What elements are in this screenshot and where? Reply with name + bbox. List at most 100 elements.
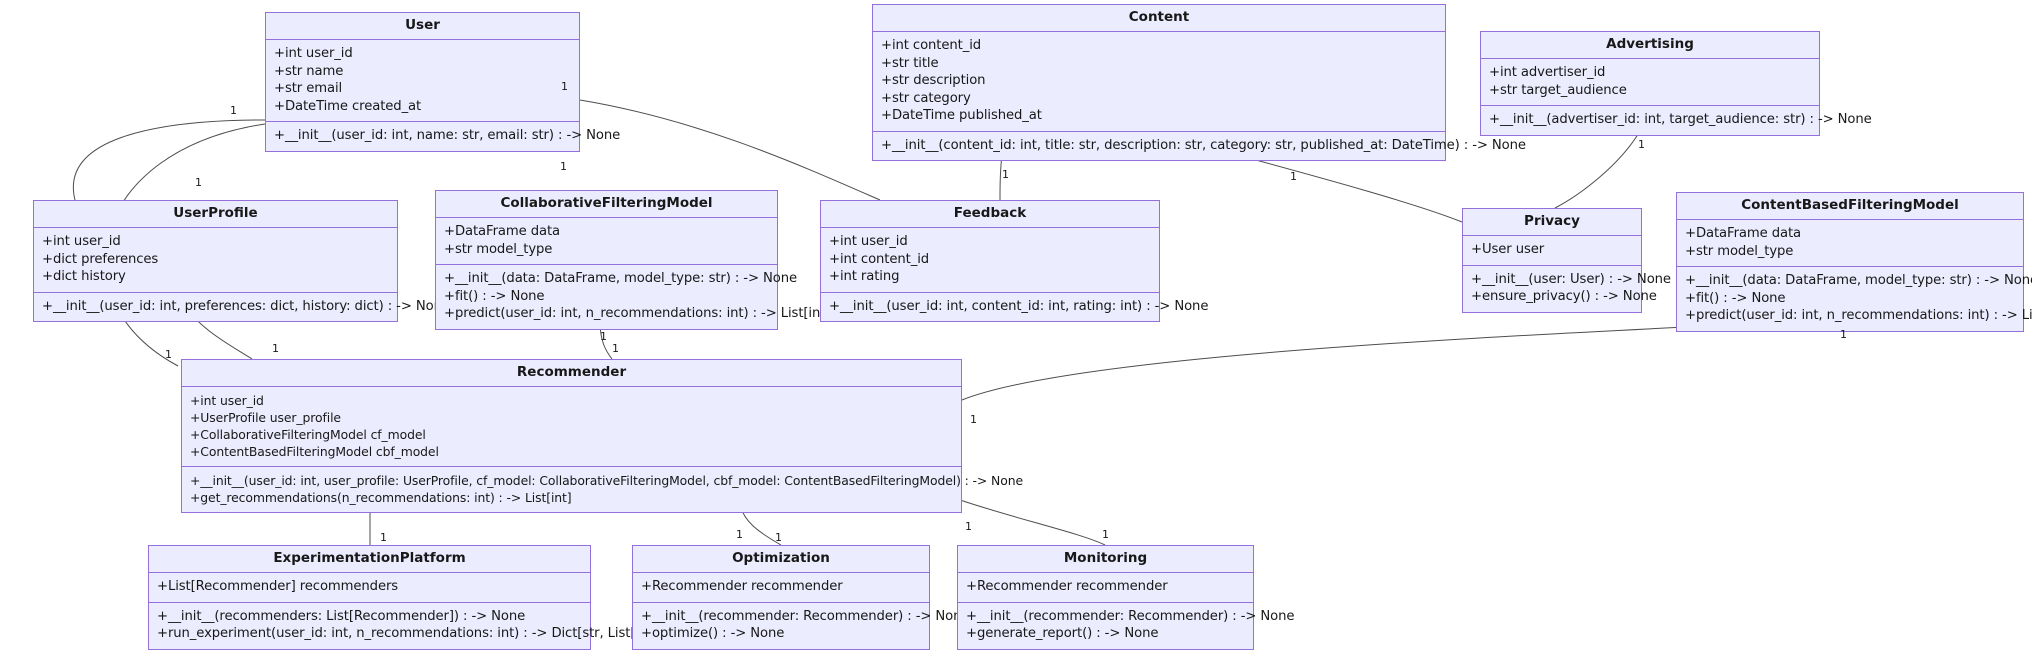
class-title-recommender: Recommender: [182, 360, 961, 387]
multiplicity-label: 1: [272, 342, 279, 355]
class-title-cbfmodel: ContentBasedFilteringModel: [1677, 193, 2023, 220]
class-title-monitoring: Monitoring: [958, 546, 1253, 573]
relationship-edge-advertising-privacy: [1554, 130, 1641, 209]
relationship-edge-content-privacy: [1229, 152, 1463, 223]
multiplicity-label: 1: [1102, 528, 1109, 541]
relationship-edge-user-feedback: [579, 99, 881, 201]
class-attributes-recommender: +int user_id +UserProfile user_profile +Co…: [182, 387, 961, 466]
method-row: +__init__(advertiser_id: int, target_aud…: [1489, 112, 1872, 127]
class-methods-monitoring: +__init__(recommender: Recommender) : ->…: [958, 601, 1295, 649]
attribute-row: +int user_id: [274, 46, 353, 61]
attribute-row: +int user_id: [42, 234, 121, 249]
attribute-row: +int rating: [829, 269, 900, 284]
method-row: +__init__(data: DataFrame, model_type: s…: [444, 271, 798, 286]
attribute-row: +DataFrame data: [444, 224, 561, 239]
multiplicity-label: 1: [230, 104, 237, 117]
class-box-user[interactable]: User+int user_id+str name+str email+Date…: [265, 12, 621, 152]
method-row: +__init__(recommender: Recommender) : ->…: [641, 608, 970, 624]
class-box-content[interactable]: Content +int content_id +str title +str des…: [872, 4, 1526, 161]
method-row: +__init__(user_id: int, user_profile: Us…: [190, 473, 1023, 488]
method-row: +__init__(content_id: int, title: str, d…: [881, 137, 1526, 153]
attribute-row: +DataFrame data: [1685, 226, 1802, 241]
attribute-row: +DateTime created_at: [274, 98, 422, 114]
multiplicity-label: 1: [165, 348, 172, 361]
method-row: +predict(user_id: int, n_recommendations…: [444, 306, 831, 321]
relationship-edge-recommender-monitoring: [959, 499, 1106, 546]
class-box-recommender[interactable]: Recommender +int user_id +UserProfile user…: [181, 359, 1023, 513]
class-box-optimization[interactable]: Optimization+Recommender recommender+__i…: [632, 545, 970, 650]
class-attributes-user: +int user_id+str name+str email+DateTime…: [266, 40, 579, 121]
method-row: +run_experiment(user_id: int, n_recommen…: [157, 626, 663, 641]
class-attributes-advertising: +int advertiser_id+str target_audience: [1481, 59, 1819, 105]
attribute-row: +int user_id: [190, 393, 264, 408]
class-box-userprofile[interactable]: UserProfile +int user_id +dict preferences…: [33, 200, 450, 322]
method-row: +optimize() : -> None: [641, 626, 785, 641]
class-attributes-cfmodel: +DataFrame data +str model_type: [436, 218, 777, 264]
method-row: +generate_report() : -> None: [966, 626, 1159, 641]
class-attributes-experimentation: +List[Recommender] recommenders: [149, 573, 590, 602]
class-methods-cbfmodel: +__init__(data: DataFrame, model_type: s…: [1677, 266, 2032, 331]
attribute-row: +str target_audience: [1489, 82, 1627, 98]
multiplicity-label: 1: [736, 528, 743, 541]
method-row: +ensure_privacy() : -> None: [1471, 289, 1657, 304]
attribute-row: +str category: [881, 90, 971, 106]
class-title-userprofile: UserProfile: [34, 201, 397, 228]
attribute-row: +User user: [1471, 242, 1545, 257]
class-methods-cfmodel: +__init__(data: DataFrame, model_type: s…: [436, 264, 831, 329]
method-row: +predict(user_id: int, n_recommendations…: [1685, 308, 2032, 323]
method-row: +__init__(user_id: int, name: str, email…: [274, 128, 621, 143]
attribute-row: +str model_type: [1685, 243, 1794, 259]
class-title-content: Content: [873, 5, 1445, 32]
attribute-row: +Recommender recommender: [966, 579, 1168, 594]
class-box-privacy[interactable]: Privacy +User user +__init__(user: User) :…: [1462, 208, 1671, 313]
attribute-row: +DateTime published_at: [881, 108, 1042, 123]
class-methods-optimization: +__init__(recommender: Recommender) : ->…: [633, 601, 970, 649]
multiplicity-label: 1: [1002, 168, 1009, 181]
multiplicity-label: 1: [612, 342, 619, 355]
attribute-row: +Recommender recommender: [641, 579, 843, 594]
attribute-row: +int user_id: [829, 234, 908, 249]
class-methods-advertising: +__init__(advertiser_id: int, target_aud…: [1481, 105, 1872, 135]
method-row: +__init__(data: DataFrame, model_type: s…: [1685, 273, 2032, 288]
multiplicity-label: 1: [561, 80, 568, 93]
multiplicity-label: 1: [600, 330, 607, 343]
class-methods-experimentation: +__init__(recommenders: List[Recommender…: [149, 601, 663, 649]
attribute-row: +UserProfile user_profile: [190, 410, 341, 425]
attribute-row: +ContentBasedFilteringModel cbf_model: [190, 444, 439, 459]
class-box-cfmodel[interactable]: CollaborativeFilteringModel+DataFrame da…: [435, 190, 831, 330]
class-title-feedback: Feedback: [821, 201, 1159, 228]
method-row: +fit() : -> None: [444, 288, 545, 304]
class-box-feedback[interactable]: Feedback+int user_id+int content_id+int …: [820, 200, 1208, 322]
class-box-cbfmodel[interactable]: ContentBasedFilteringModel+DataFrame dat…: [1676, 192, 2032, 332]
class-box-monitoring[interactable]: Monitoring +Recommender recommender +__ini…: [957, 545, 1295, 650]
class-methods-content: +__init__(content_id: int, title: str, d…: [873, 130, 1526, 161]
multiplicity-label: 1: [1290, 170, 1297, 183]
class-title-user: User: [266, 13, 579, 40]
method-row: +fit() : -> None: [1685, 290, 1786, 306]
class-box-experimentation[interactable]: ExperimentationPlatform +List[Recommender…: [148, 545, 663, 650]
multiplicity-label: 1: [560, 160, 567, 173]
class-attributes-monitoring: +Recommender recommender: [958, 573, 1253, 602]
class-methods-privacy: +__init__(user: User) : -> None +ensure_p…: [1463, 264, 1671, 312]
class-methods-recommender: +__init__(user_id: int, user_profile: Us…: [182, 466, 1023, 512]
attribute-row: +int content_id: [829, 251, 930, 267]
relationship-edge-user-userprofile: [72, 119, 266, 201]
class-attributes-cbfmodel: +DataFrame data +str model_type: [1677, 220, 2023, 266]
attribute-row: +dict preferences: [42, 251, 159, 267]
class-title-experimentation: ExperimentationPlatform: [149, 546, 590, 573]
class-attributes-optimization: +Recommender recommender: [633, 573, 929, 602]
attribute-row: +str title: [881, 55, 939, 71]
class-title-privacy: Privacy: [1463, 209, 1641, 236]
class-attributes-privacy: +User user: [1463, 236, 1641, 265]
attribute-row: +str description: [881, 73, 986, 88]
attribute-row: +List[Recommender] recommenders: [157, 579, 399, 594]
method-row: +__init__(user: User) : -> None: [1471, 271, 1671, 287]
attribute-row: +int content_id: [881, 38, 982, 53]
attribute-row: +CollaborativeFilteringModel cf_model: [190, 427, 426, 442]
attribute-row: +str model_type: [444, 241, 553, 257]
class-attributes-userprofile: +int user_id+dict preferences+dict histo…: [34, 228, 397, 292]
class-box-advertising[interactable]: Advertising+int advertiser_id+str target…: [1480, 31, 1872, 136]
method-row: +__init__(recommenders: List[Recommender…: [157, 608, 526, 624]
class-attributes-feedback: +int user_id +int content_id +int rating: [821, 228, 1159, 292]
class-title-cfmodel: CollaborativeFilteringModel: [436, 191, 777, 218]
